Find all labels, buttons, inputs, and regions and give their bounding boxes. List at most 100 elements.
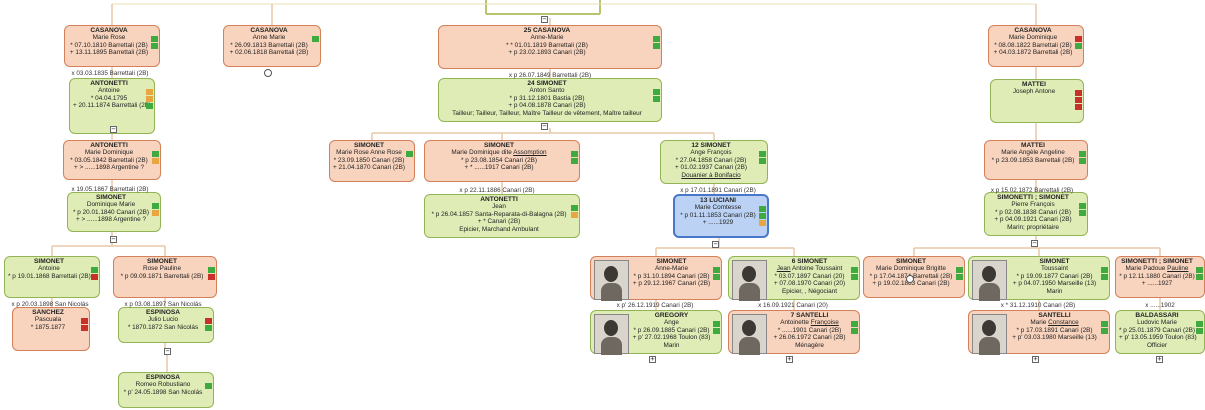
person-detail: + p 23.02.1893 Canari (2B) [508, 49, 586, 57]
person-surname: SIMONETTI ; SIMONET [997, 194, 1069, 201]
source-flags [91, 267, 98, 280]
source-flags [151, 36, 158, 49]
source-flags [152, 203, 159, 216]
collapse-branch-button[interactable]: − [541, 15, 548, 23]
person-surname: SIMONETTI ; SIMONET [1121, 258, 1193, 265]
person-detail: * p 31.12.1801 Bastia (2B) [509, 94, 585, 102]
person-surname: ANTONETTI [90, 142, 128, 149]
person-detail: * p 17.03.1891 Canari (2B) [1016, 326, 1093, 334]
person-detail: * p 19.01.1868 Barrettali (2B) [8, 272, 91, 280]
person-detail: * p 09.09.1871 Barrettali (2B) [120, 272, 204, 280]
person-photo [972, 314, 1007, 355]
person-detail: + p' 03.03.1980 Marseille (13) [1012, 334, 1097, 342]
person-surname: 25 CASANOVA [523, 27, 571, 34]
person-surname: MATTEI [1020, 142, 1046, 149]
person-detail: * ......1901 Canari (2B) [777, 326, 842, 334]
person-photo [972, 260, 1007, 301]
person-surname: CASANOVA [250, 27, 288, 34]
expand-branch-button[interactable]: + [1156, 355, 1163, 363]
source-flag-icon [653, 36, 660, 42]
collapse-branch-button[interactable]: − [1031, 239, 1038, 247]
source-flags [1079, 203, 1086, 216]
source-flag-icon [151, 36, 158, 42]
source-flags [759, 206, 766, 226]
person-detail: + p 19.02.1883 Canari (2B) [872, 280, 950, 288]
person-detail: * p 23.09.1853 Barrettali (2B) [991, 156, 1075, 164]
source-flag-icon [312, 36, 319, 42]
expand-branch-button[interactable]: + [649, 355, 656, 363]
source-flags [571, 151, 578, 164]
source-flags [956, 267, 963, 280]
person-photo [594, 314, 629, 355]
collapse-branch-button[interactable]: − [164, 347, 171, 355]
person-detail: * 23.09.1850 Canari (2B) [333, 156, 405, 164]
expand-branch-button[interactable]: + [1032, 355, 1039, 363]
source-flags [208, 267, 215, 280]
person-surname: SIMONET [353, 142, 385, 149]
source-flags [571, 205, 578, 218]
person-given-name: Julio Lucio [147, 316, 179, 324]
source-flag-icon [208, 274, 215, 280]
collapse-branch-button[interactable]: − [110, 235, 117, 243]
source-flags [1101, 321, 1108, 334]
source-flags [1196, 267, 1203, 280]
person-surname: ESPINOSA [145, 374, 181, 381]
person-detail: * 1875.1877 [30, 323, 66, 331]
expand-branch-button[interactable]: + [786, 355, 793, 363]
source-flag-icon [91, 267, 98, 273]
collapse-branch-button[interactable]: − [712, 240, 719, 248]
source-flag-icon [759, 213, 766, 219]
person-surname: CASANOVA [1014, 27, 1052, 34]
person-surname: ANTONETTI [90, 80, 128, 87]
person-given-name: Anne-Marie [530, 34, 564, 42]
person-surname: SIMONET [656, 258, 687, 265]
source-flag-icon [759, 220, 766, 226]
source-flag-icon [713, 321, 720, 327]
person-given-name: Antoinette Françoise [780, 319, 839, 327]
marriage-label: x ......1902 [1145, 302, 1175, 309]
person-detail: * 27.04.1858 Canari (2B) [675, 156, 747, 164]
source-flag-icon [713, 274, 720, 280]
person-photo [594, 260, 629, 301]
person-given-name: Marie Padoue Pauline [1125, 265, 1189, 273]
source-flag-icon [571, 212, 578, 218]
collapse-branch-button[interactable]: − [541, 122, 548, 130]
person-detail: * p 25.01.1879 Canari (2B) [1119, 326, 1196, 334]
person-given-name: Pierre François [1011, 201, 1055, 209]
source-flag-icon [851, 328, 858, 334]
person-surname: ESPINOSA [145, 309, 181, 316]
source-flag-icon [759, 158, 766, 164]
source-flag-icon [956, 274, 963, 280]
collapse-branch-button[interactable]: − [110, 125, 117, 133]
